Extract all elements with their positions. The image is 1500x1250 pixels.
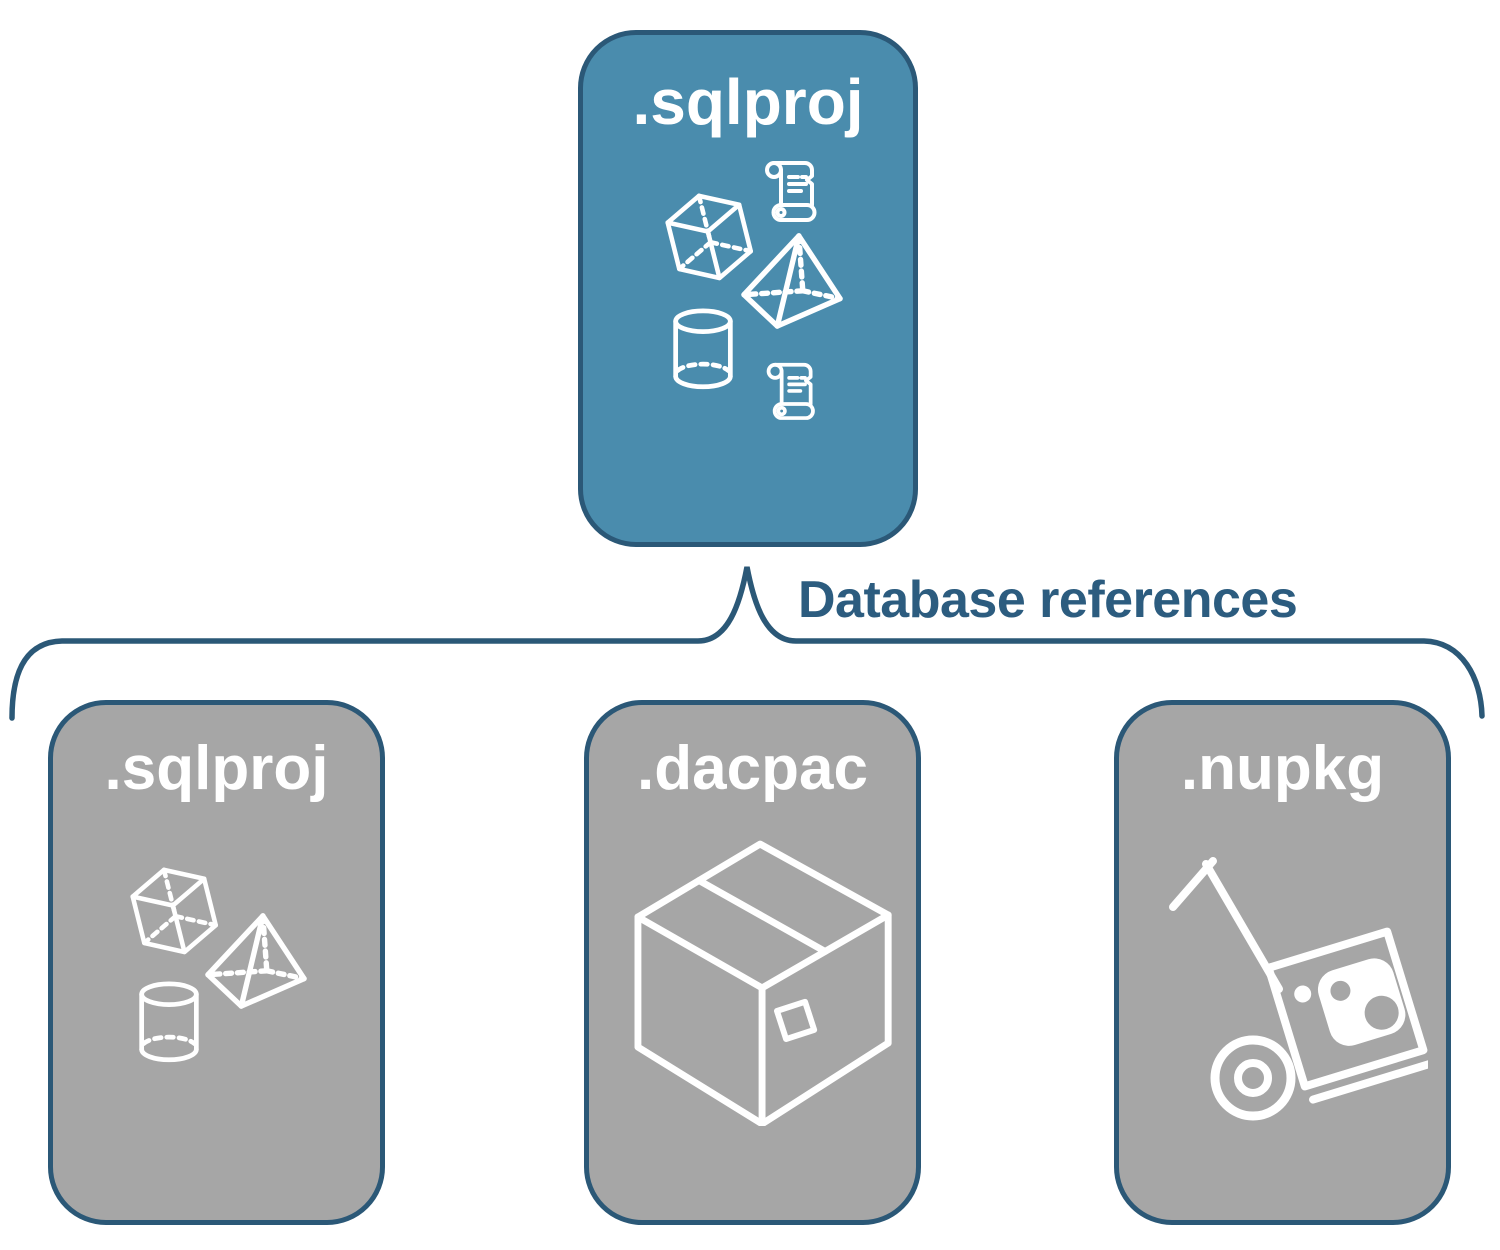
cube-icon: [665, 193, 754, 281]
script-scroll-icon: [766, 362, 815, 420]
pyramid-icon: [741, 233, 843, 329]
parent-card-title: .sqlproj: [632, 66, 864, 138]
cube-icon: [130, 867, 219, 955]
package-box-icon: [634, 840, 892, 1126]
script-scroll-icon: [765, 161, 817, 222]
child-card-title: .dacpac: [637, 734, 868, 803]
edge-label: Database references: [798, 571, 1298, 629]
cylinder-icon: [673, 308, 733, 390]
cylinder-icon: [139, 981, 199, 1063]
hand-truck-icon: [1169, 857, 1428, 1121]
parent-card-sqlproj: .sqlproj: [578, 30, 918, 547]
child-card-title: .nupkg: [1180, 734, 1385, 803]
pyramid-icon: [205, 913, 307, 1009]
child-card-title: .sqlproj: [104, 734, 329, 803]
nuget-package-icon: [1264, 927, 1428, 1104]
